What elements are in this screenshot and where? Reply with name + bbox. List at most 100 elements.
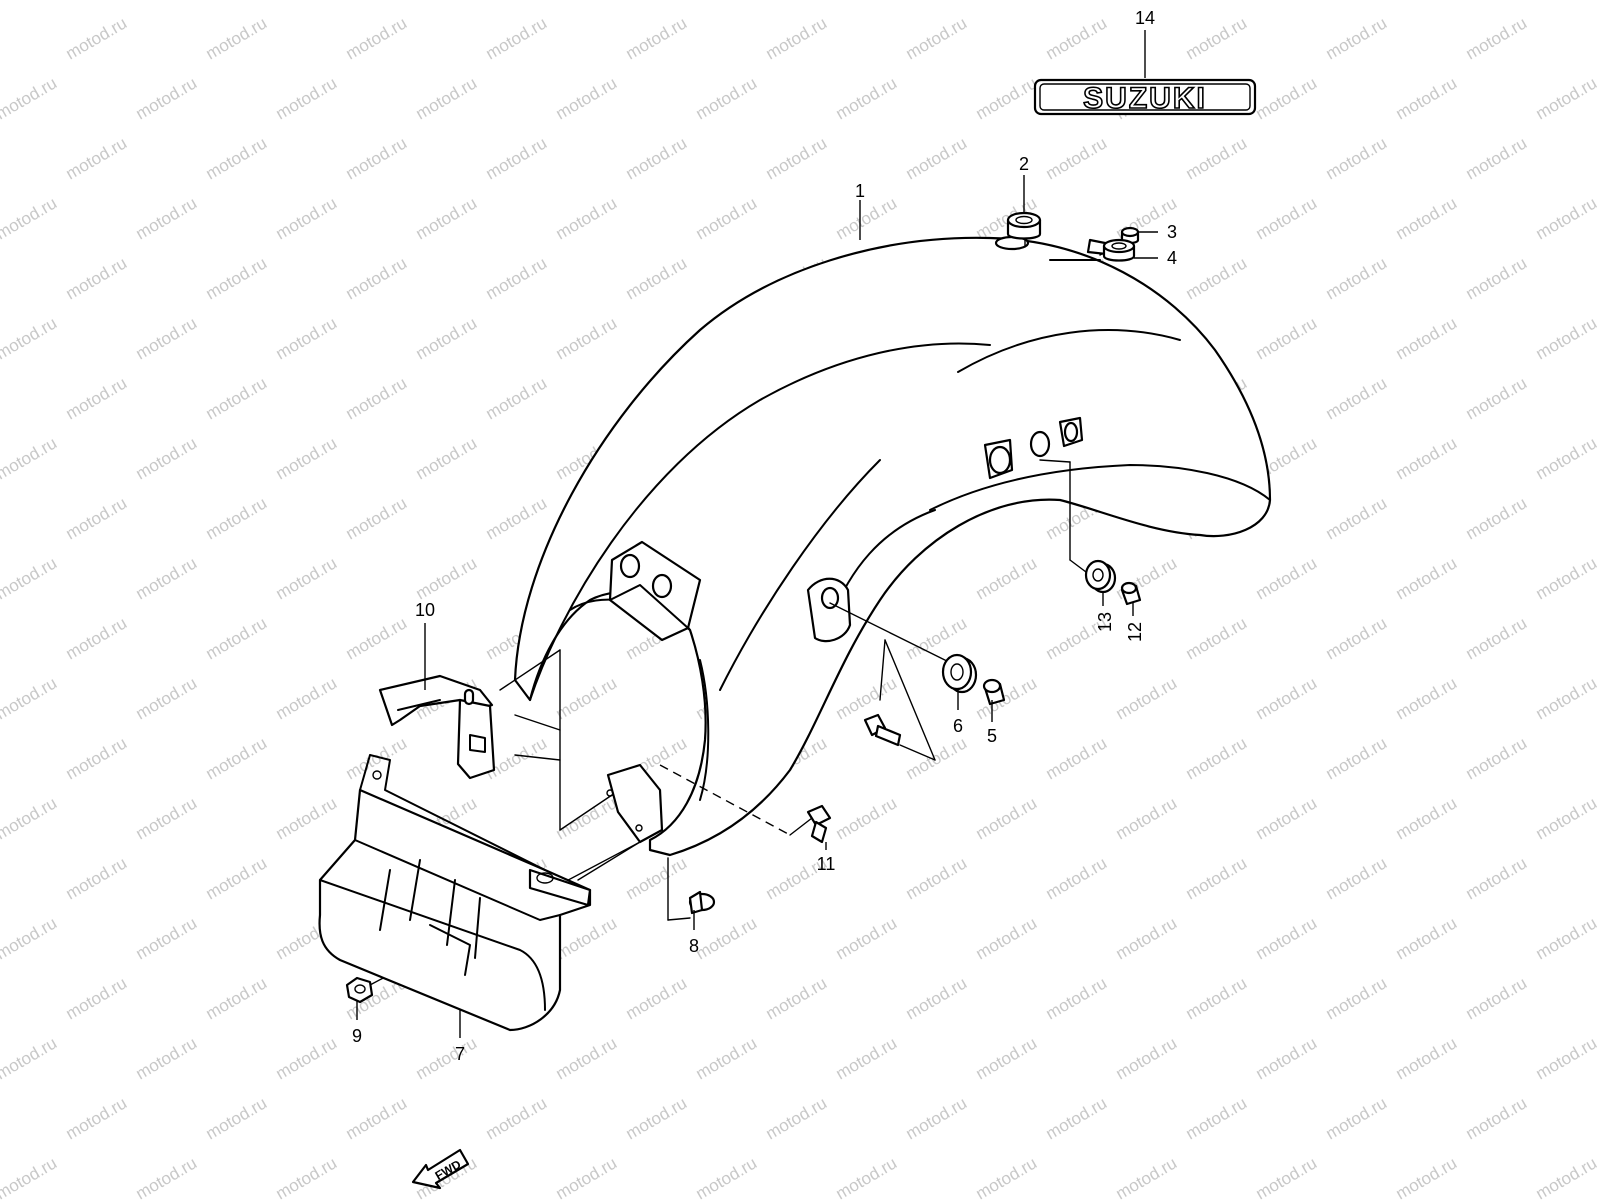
watermark-text: motod.ru	[1323, 733, 1391, 783]
watermark-text: motod.ru	[483, 1093, 551, 1143]
watermark-text: motod.ru	[203, 853, 271, 903]
watermark-text: motod.ru	[553, 673, 621, 723]
callouts: 14 1 2 3 4 5 6 7 8 9 10 11 12 13	[352, 8, 1177, 1064]
callout-4: 4	[1167, 248, 1177, 268]
watermark-text: motod.ru	[483, 493, 551, 543]
watermark-text: motod.ru	[1113, 1153, 1181, 1200]
watermark-text: motod.ru	[413, 1033, 481, 1083]
watermark-text: motod.ru	[833, 1153, 901, 1200]
watermark-text: motod.ru	[903, 13, 971, 63]
fwd-arrow: FWD	[411, 1148, 470, 1190]
watermark-text: motod.ru	[1183, 613, 1251, 663]
watermark-text: motod.ru	[343, 133, 411, 183]
watermark-text: motod.ru	[343, 493, 411, 543]
watermark-text: motod.ru	[273, 553, 341, 603]
watermark-text: motod.ru	[273, 193, 341, 243]
watermark-text: motod.ru	[483, 13, 551, 63]
watermark-text: motod.ru	[973, 913, 1041, 963]
grommet-part-4	[1102, 238, 1136, 262]
watermark-text: motod.ru	[973, 1033, 1041, 1083]
callout-3: 3	[1167, 222, 1177, 242]
watermark-text: motod.ru	[1533, 1033, 1600, 1083]
callout-5: 5	[987, 726, 997, 746]
watermark-text: motod.ru	[1463, 1093, 1531, 1143]
watermark-text: motod.ru	[693, 913, 761, 963]
watermark-text: motod.ru	[0, 0, 60, 3]
watermark-text: motod.ru	[1463, 253, 1531, 303]
collar-part-5	[982, 678, 1006, 706]
watermark-text: motod.ru	[133, 73, 201, 123]
watermark-text: motod.ru	[833, 913, 901, 963]
watermark-text: motod.ru	[1183, 253, 1251, 303]
watermark-text: motod.ru	[1113, 1033, 1181, 1083]
watermark-text: motod.ru	[63, 253, 131, 303]
watermark-text: motod.ru	[63, 973, 131, 1023]
watermark-text: motod.ru	[1183, 133, 1251, 183]
callout-6: 6	[953, 716, 963, 736]
watermark-text: motod.ru	[1183, 853, 1251, 903]
watermark-text: motod.ru	[483, 133, 551, 183]
watermark-text: motod.ru	[833, 1033, 901, 1083]
watermark-text: motod.ru	[973, 673, 1041, 723]
watermark-text: motod.ru	[693, 1033, 761, 1083]
watermark-text: motod.ru	[63, 133, 131, 183]
watermark-text: motod.ru	[903, 973, 971, 1023]
watermark-text: motod.ru	[0, 1033, 60, 1083]
watermark-text: motod.ru	[763, 973, 831, 1023]
watermark-text: motod.ru	[833, 793, 901, 843]
watermark-text: motod.ru	[1253, 73, 1321, 123]
watermark-text: motod.ru	[1393, 73, 1461, 123]
watermark-text: motod.ru	[553, 1033, 621, 1083]
watermark-text: motod.ru	[1043, 133, 1111, 183]
watermark-text: motod.ru	[343, 253, 411, 303]
watermark-text: motod.ru	[1253, 673, 1321, 723]
watermark-text: motod.ru	[623, 253, 691, 303]
collar-part-12	[1120, 581, 1142, 606]
watermark-text: motod.ru	[413, 433, 481, 483]
callout-8: 8	[689, 936, 699, 956]
watermark-text: motod.ru	[1253, 193, 1321, 243]
watermark-text: motod.ru	[1393, 553, 1461, 603]
watermark-text: motod.ru	[1113, 913, 1181, 963]
watermark-text: motod.ru	[63, 1093, 131, 1143]
watermark-text: motod.ru	[0, 313, 60, 363]
callout-10: 10	[415, 600, 435, 620]
callout-1: 1	[855, 181, 865, 201]
callout-11: 11	[817, 854, 836, 874]
watermark-text: motod.ru	[1253, 0, 1321, 3]
watermark-text: motod.ru	[343, 733, 411, 783]
watermark-text: motod.ru	[0, 193, 60, 243]
watermark-text: motod.ru	[973, 793, 1041, 843]
watermark-text: motod.ru	[553, 793, 621, 843]
watermark-text: motod.ru	[973, 1153, 1041, 1200]
watermark-text: motod.ru	[1533, 433, 1600, 483]
watermark-text: motod.ru	[63, 13, 131, 63]
watermark-text: motod.ru	[413, 553, 481, 603]
watermark-text: motod.ru	[553, 193, 621, 243]
grommet-part-6	[941, 653, 978, 694]
watermark-text: motod.ru	[273, 1153, 341, 1200]
watermark-text: motod.ru	[203, 253, 271, 303]
watermark-text: motod.ru	[1533, 73, 1600, 123]
watermark-text: motod.ru	[1113, 673, 1181, 723]
watermark-text: motod.ru	[1393, 1033, 1461, 1083]
watermark-text: motod.ru	[833, 73, 901, 123]
watermark-text: motod.ru	[133, 673, 201, 723]
watermark-text: motod.ru	[903, 1093, 971, 1143]
watermark-text: motod.ru	[623, 13, 691, 63]
screw-part-8	[688, 890, 716, 915]
watermark-text: motod.ru	[693, 1153, 761, 1200]
watermark-text: motod.ru	[203, 973, 271, 1023]
watermark-text: motod.ru	[1323, 493, 1391, 543]
watermark-text: motod.ru	[273, 433, 341, 483]
watermark-text: motod.ru	[553, 313, 621, 363]
under-tray-part-7	[318, 754, 592, 1032]
rear-fender	[513, 235, 1272, 857]
callout-14: 14	[1135, 8, 1155, 28]
watermark-text: motod.ru	[203, 13, 271, 63]
watermark-text: motod.ru	[343, 613, 411, 663]
watermark-text: motod.ru	[833, 193, 901, 243]
watermark-text: motod.ru	[763, 133, 831, 183]
watermark-text: motod.ru	[1463, 13, 1531, 63]
